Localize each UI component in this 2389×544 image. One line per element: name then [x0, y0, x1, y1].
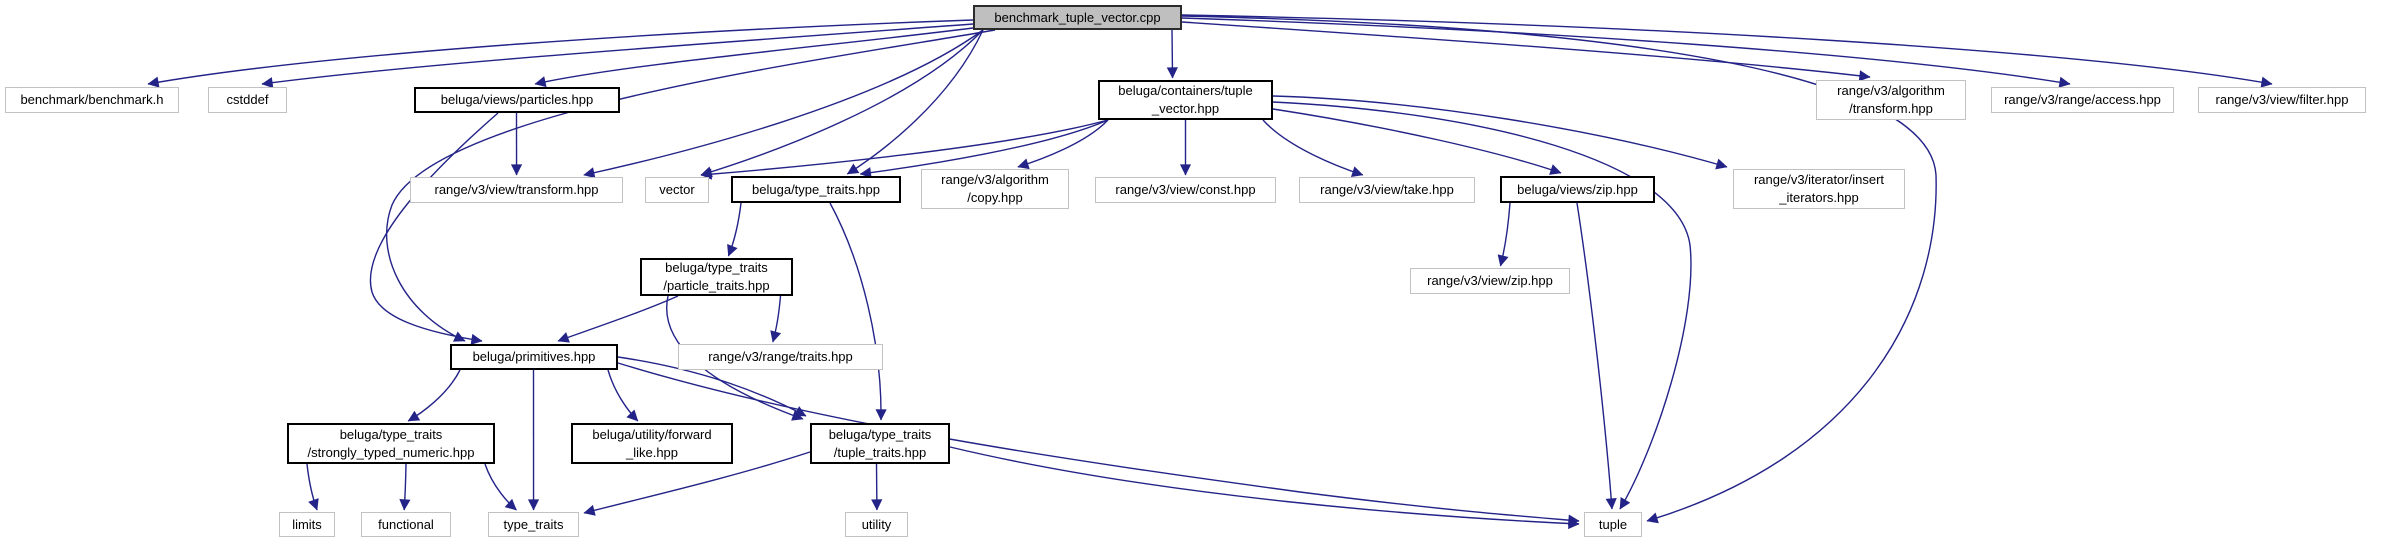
edge-cpp-to-beluga_type_traits — [846, 29, 984, 175]
graph-node-range_traits: range/v3/range/traits.hpp — [678, 344, 883, 370]
edge-cpp-to-algo_transform — [1181, 21, 1871, 82]
edge-cpp-to-view_transform — [583, 29, 984, 179]
graph-node-const_hpp: range/v3/view/const.hpp — [1095, 177, 1276, 203]
edge-primitives-to-strongly — [407, 369, 461, 422]
graph-node-tuple: tuple — [1584, 512, 1642, 537]
graph-node-filter: range/v3/view/filter.hpp — [2198, 87, 2366, 113]
edge-tuple_vector-to-views_zip — [1272, 108, 1562, 175]
edge-tuple_vector-to-copy — [1017, 119, 1109, 170]
edge-beluga_type_traits-to-particle_traits — [727, 202, 742, 257]
edge-cpp-to-tuple_vector — [1166, 29, 1178, 79]
edge-tuple_vector-to-beluga_type_traits — [859, 119, 1109, 179]
graph-node-benchmark_h: benchmark/benchmark.h — [5, 87, 179, 113]
graph-node-access: range/v3/range/access.hpp — [1991, 87, 2174, 113]
graph-node-functional: functional — [361, 512, 451, 537]
graph-node-take: range/v3/view/take.hpp — [1299, 177, 1475, 203]
graph-node-vector: vector — [645, 177, 709, 203]
graph-node-limits: limits — [279, 512, 335, 537]
edge-tuple_vector-to-take — [1262, 119, 1364, 177]
graph-node-utility: utility — [845, 512, 908, 537]
graph-node-particles[interactable]: beluga/views/particles.hpp — [414, 87, 620, 113]
edge-particle_traits-to-primitives — [557, 295, 679, 343]
graph-node-primitives[interactable]: beluga/primitives.hpp — [450, 344, 618, 370]
edge-strongly-to-limits — [306, 463, 319, 511]
graph-node-forward_like[interactable]: beluga/utility/forward _like.hpp — [571, 423, 733, 464]
edge-cpp-to-particles — [534, 27, 974, 88]
edge-cpp-to-tuple — [1181, 15, 1937, 524]
edge-tuple_vector-to-tuple — [1272, 101, 1692, 510]
graph-node-beluga_type_traits[interactable]: beluga/type_traits.hpp — [731, 176, 901, 203]
edge-cpp-to-vector — [700, 29, 984, 178]
graph-node-tuple_vector[interactable]: beluga/containers/tuple _vector.hpp — [1098, 80, 1273, 120]
edge-cpp-to-primitives — [385, 29, 996, 342]
graph-node-algo_transform: range/v3/algorithm /transform.hpp — [1816, 80, 1966, 120]
edge-particles-to-primitives — [369, 112, 499, 345]
edge-strongly-to-functional — [399, 463, 411, 511]
edge-views_zip-to-view_zip — [1497, 202, 1511, 267]
graph-node-type_traits_std: type_traits — [488, 512, 579, 537]
graph-node-cstddef: cstddef — [208, 87, 287, 113]
graph-node-view_transform: range/v3/view/transform.hpp — [410, 177, 623, 203]
graph-node-views_zip[interactable]: beluga/views/zip.hpp — [1500, 176, 1655, 203]
graph-node-view_zip: range/v3/view/zip.hpp — [1410, 268, 1570, 294]
edge-tuple_traits-to-type_traits_std — [583, 451, 811, 516]
edge-tuple_vector-to-insert_iterators — [1272, 95, 1728, 170]
edge-primitives-to-forward_like — [607, 369, 639, 422]
graph-node-insert_iterators: range/v3/iterator/insert _iterators.hpp — [1733, 169, 1905, 209]
edge-tuple_traits-to-tuple — [949, 446, 1580, 530]
edge-primitives-to-tuple — [617, 362, 1580, 526]
edge-tuple_vector-to-vector — [700, 119, 1109, 180]
edge-beluga_type_traits-to-tuple_traits — [829, 202, 887, 421]
edge-cpp-to-filter — [1181, 14, 2273, 88]
edge-cpp-to-cstddef — [261, 23, 974, 89]
graph-node-tuple_traits[interactable]: beluga/type_traits /tuple_traits.hpp — [810, 423, 950, 464]
graph-node-copy: range/v3/algorithm /copy.hpp — [921, 169, 1069, 209]
edge-cpp-to-benchmark_h — [147, 19, 974, 88]
edge-strongly-to-type_traits_std — [484, 463, 517, 511]
graph-node-particle_traits[interactable]: beluga/type_traits /particle_traits.hpp — [640, 258, 793, 296]
graph-node-cpp: benchmark_tuple_vector.cpp — [973, 5, 1182, 30]
graph-node-strongly[interactable]: beluga/type_traits /strongly_typed_numer… — [287, 423, 495, 464]
edge-views_zip-to-tuple — [1576, 202, 1617, 510]
edge-particle_traits-to-range_traits — [770, 295, 782, 343]
edge-cpp-to-access — [1181, 17, 2071, 88]
